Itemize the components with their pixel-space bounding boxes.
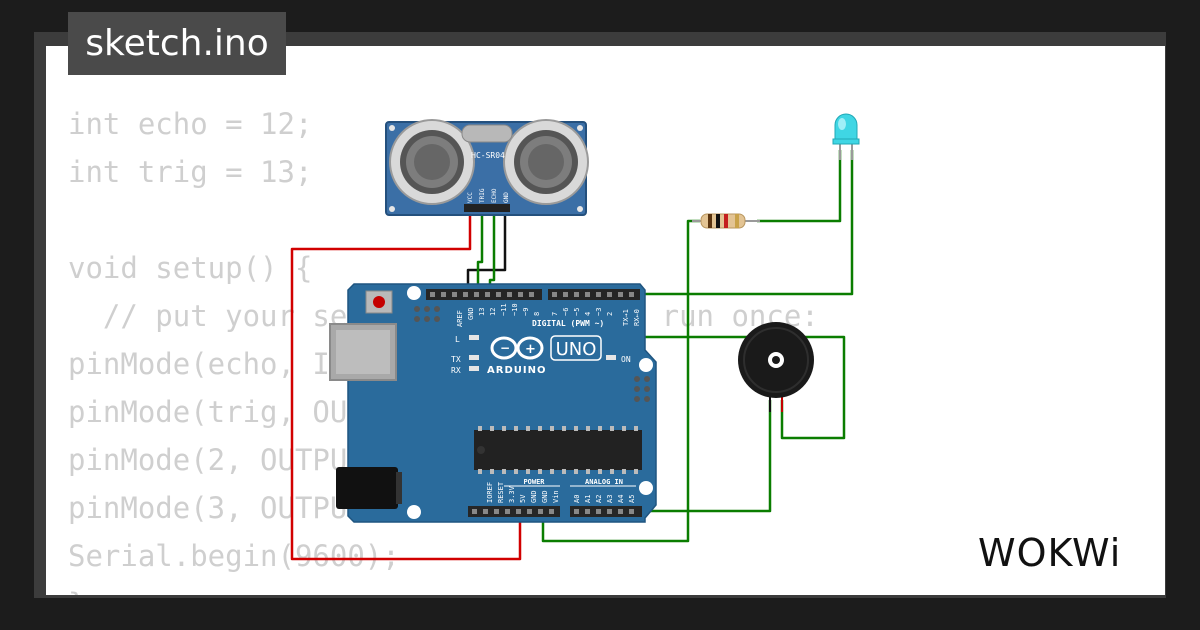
power-header-label: POWER	[523, 478, 545, 486]
pin-label: ~6	[562, 308, 570, 316]
sensor-pin-label: ECHO	[491, 188, 498, 203]
file-tab[interactable]: sketch.ino	[68, 12, 286, 75]
sensor-pin-label: VCC	[467, 192, 474, 203]
pin-label: A3	[606, 495, 614, 503]
pin-label: ~10	[511, 303, 519, 316]
led-label-on: ON	[621, 355, 631, 364]
sensor-pin-label: TRIG	[479, 188, 486, 203]
pin-label: IOREF	[486, 482, 494, 503]
pin-label: ~9	[522, 308, 530, 316]
wire-gnd[interactable]	[466, 212, 507, 293]
pin-label: ~11	[500, 303, 508, 316]
code-line: }	[68, 580, 819, 595]
code-line: Serial.begin(9600);	[68, 539, 400, 573]
code-line: void setup() {	[68, 251, 313, 285]
sensor-model-label: HC-SR04	[471, 151, 505, 160]
pin-label: RX←0	[633, 309, 641, 326]
pin-label: GND	[541, 490, 549, 503]
sensor-pin-label: GND	[503, 192, 510, 203]
pin-label: GND	[467, 307, 475, 320]
wire-echo[interactable]	[488, 212, 496, 293]
pin-label: AREF	[456, 310, 464, 327]
pin-label: 13	[478, 308, 486, 316]
pin-label: 7	[551, 312, 559, 316]
pin-label: RESET	[497, 481, 505, 503]
ultrasonic-sensor[interactable]: HC-SR04 VCC TRIG ECHO GND	[385, 119, 589, 216]
wire-led[interactable]	[610, 150, 854, 296]
pin-label: ~5	[573, 308, 581, 316]
code-line: int echo = 12;	[68, 107, 313, 141]
led-label-tx: TX	[451, 355, 461, 364]
code-line: pinMode(3, OUTPUT);	[68, 491, 400, 525]
wire-trig[interactable]	[476, 212, 484, 293]
pin-label: GND	[530, 490, 538, 503]
pin-label: 12	[489, 308, 497, 316]
wokwi-logo-text: WOKWi	[978, 531, 1121, 575]
board-brand-label: ARDUINO	[487, 365, 546, 376]
led-icon[interactable]	[832, 113, 860, 160]
resistor[interactable]	[692, 213, 760, 229]
pin-label: TX→1	[622, 309, 630, 326]
wokwi-logo: WOKWi	[978, 531, 1121, 575]
pin-label: 4	[584, 312, 592, 316]
digital-header-label: DIGITAL (PWM ~)	[532, 319, 604, 328]
svg-text:−: −	[500, 341, 510, 355]
code-preview: int echo = 12; int trig = 13; void setup()…	[68, 100, 819, 595]
pin-label: 8	[533, 312, 541, 316]
buzzer[interactable]	[738, 322, 814, 412]
board-model-label: UNO	[556, 339, 597, 360]
pin-label: 2	[606, 312, 614, 316]
led-label-rx: RX	[451, 366, 461, 375]
svg-text:+: +	[525, 342, 536, 357]
pin-label: A2	[595, 495, 603, 503]
wire-vcc-5v[interactable]	[290, 212, 522, 561]
pin-label: A1	[584, 495, 592, 503]
pin-label: A0	[573, 495, 581, 503]
arduino-infinity-icon	[490, 336, 544, 360]
pin-label: 3.3V	[508, 485, 516, 503]
led-label-l: L	[455, 335, 460, 344]
pin-label: Vin	[552, 490, 560, 503]
pin-label: A4	[617, 495, 625, 503]
pin-label: ~3	[595, 308, 603, 316]
atmega-chip	[474, 430, 642, 470]
pin-label: A5	[628, 495, 636, 503]
wire-led-resistor[interactable]	[757, 150, 842, 223]
code-line: int trig = 13;	[68, 155, 313, 189]
arduino-uno-board[interactable]: AREF GND 13 12 ~11 ~10 ~9 8 7 ~6 ~5 4 ~3…	[329, 283, 657, 523]
analog-header-label: ANALOG IN	[585, 478, 623, 486]
power-jack	[336, 467, 398, 509]
pin-label: 5V	[519, 494, 527, 503]
